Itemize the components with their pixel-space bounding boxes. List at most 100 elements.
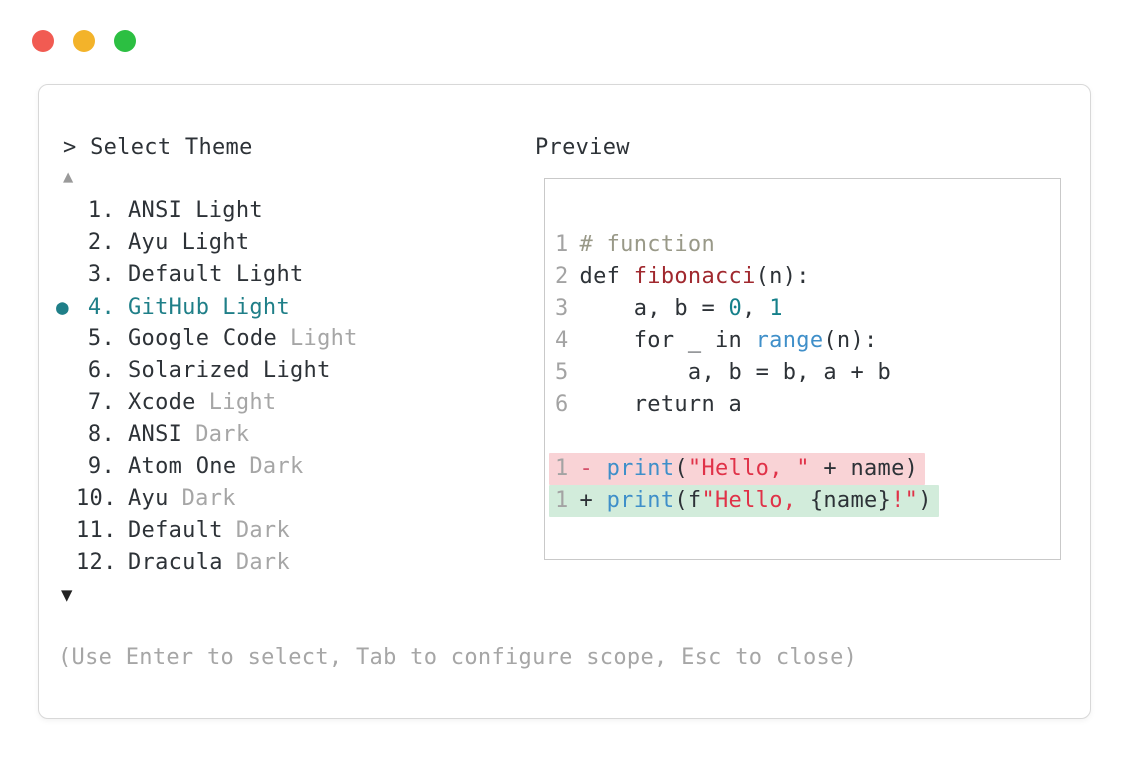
- diff-line-removed: 1- print("Hello, " + name): [549, 453, 1060, 485]
- theme-item-name: GitHub: [128, 295, 210, 320]
- code-line: 5 a, b = b, a + b: [555, 357, 1060, 389]
- code-token: range: [755, 328, 824, 353]
- code-line: 3 a, b = 0, 1: [555, 293, 1060, 325]
- code-blank-line: [555, 421, 1060, 453]
- theme-item-number: 2.: [87, 230, 115, 255]
- theme-item-number: 8.: [87, 422, 115, 447]
- theme-item-name: Solarized: [128, 358, 250, 383]
- code-token: fibonacci: [633, 264, 756, 289]
- code-token: for _ in: [579, 328, 756, 353]
- theme-item-number: 1.: [87, 198, 115, 223]
- close-button[interactable]: [32, 30, 54, 52]
- theme-item-name: Default: [128, 518, 223, 543]
- code-token: "Hello, ": [687, 456, 810, 481]
- code-token: {name}: [809, 488, 892, 513]
- theme-item-variant: Light: [222, 295, 291, 320]
- theme-item-variant: Light: [290, 326, 358, 351]
- select-theme-prompt: > Select Theme: [63, 135, 253, 160]
- code-token: return a: [579, 392, 743, 417]
- code-token: (n):: [823, 328, 878, 353]
- code-token: ): [918, 488, 932, 513]
- code-token: a, b =: [579, 296, 729, 321]
- diff-highlight-added: 1+ print(f"Hello, {name}!"): [549, 485, 939, 517]
- code-line: 2 def fibonacci(n):: [555, 261, 1060, 293]
- code-line: 4 for _ in range(n):: [555, 325, 1060, 357]
- code-token: a, b = b, a + b: [579, 360, 892, 385]
- theme-item-variant: Dark: [235, 518, 291, 543]
- minimize-button[interactable]: [73, 30, 95, 52]
- code-token: ,: [742, 296, 770, 321]
- code-token: -: [579, 456, 607, 481]
- theme-list-item[interactable]: 12. Dracula Dark: [56, 547, 358, 579]
- line-number: 1: [555, 456, 569, 481]
- code-token: # function: [579, 232, 715, 257]
- theme-item-number: 10.: [76, 486, 117, 511]
- theme-item-name: Atom One: [128, 454, 237, 479]
- theme-list-item[interactable]: ● 4. GitHub Light: [56, 291, 358, 323]
- theme-item-name: ANSI: [128, 198, 183, 223]
- theme-item-name: Dracula: [128, 550, 223, 575]
- theme-item-name: Google Code: [128, 326, 277, 351]
- theme-item-number: 3.: [87, 262, 115, 287]
- theme-item-variant: Light: [262, 358, 331, 383]
- selected-bullet: ●: [56, 295, 69, 319]
- theme-list-item[interactable]: 11. Default Dark: [56, 515, 358, 547]
- line-number: 1: [555, 488, 569, 513]
- line-number: 2: [555, 264, 569, 289]
- theme-list-item[interactable]: 9. Atom One Dark: [56, 451, 358, 483]
- scroll-up-indicator[interactable]: ▲: [63, 167, 74, 187]
- help-text: (Use Enter to select, Tab to configure s…: [58, 645, 858, 670]
- diff-line-added: 1+ print(f"Hello, {name}!"): [549, 485, 1060, 517]
- scroll-down-indicator[interactable]: ▼: [61, 584, 73, 606]
- theme-item-variant: Dark: [195, 422, 250, 447]
- theme-list-item[interactable]: 8. ANSI Dark: [56, 419, 358, 451]
- theme-item-number: 9.: [87, 454, 115, 479]
- code-token: def: [579, 264, 634, 289]
- code-token: "Hello,: [701, 488, 810, 513]
- theme-item-variant: Dark: [235, 550, 291, 575]
- theme-item-name: ANSI: [128, 422, 183, 447]
- theme-item-name: Xcode: [128, 390, 196, 415]
- theme-list-item[interactable]: 2. Ayu Light: [56, 227, 358, 259]
- line-number: 6: [555, 392, 569, 417]
- preview-title: Preview: [535, 135, 630, 160]
- zoom-button[interactable]: [114, 30, 136, 52]
- code-token: print: [606, 456, 675, 481]
- theme-item-number: 12.: [76, 550, 117, 575]
- theme-item-name: Ayu: [128, 486, 169, 511]
- theme-item-variant: Light: [208, 390, 277, 415]
- window-controls: [32, 30, 136, 52]
- theme-item-name: Ayu: [128, 230, 169, 255]
- theme-picker-window: > Select Theme Preview ▲ 1. ANSI Light 2. Ay…: [38, 84, 1091, 719]
- theme-item-variant: Light: [235, 262, 304, 287]
- code-token: 0: [728, 296, 743, 321]
- theme-item-number: 6.: [87, 358, 115, 383]
- theme-list-item[interactable]: 10. Ayu Dark: [56, 483, 358, 515]
- theme-item-variant: Dark: [181, 486, 236, 511]
- code-token: (f: [674, 488, 702, 513]
- theme-list-item[interactable]: 5. Google Code Light: [56, 323, 358, 355]
- code-token: !": [891, 488, 919, 513]
- code-token: (n):: [755, 264, 810, 289]
- line-number: 4: [555, 328, 569, 353]
- code-token: (: [674, 456, 688, 481]
- theme-list-item[interactable]: 1. ANSI Light: [56, 195, 358, 227]
- theme-list-item[interactable]: 6. Solarized Light: [56, 355, 358, 387]
- diff-highlight-removed: 1- print("Hello, " + name): [549, 453, 926, 485]
- code-line: 6 return a: [555, 389, 1060, 421]
- theme-item-variant: Dark: [249, 454, 304, 479]
- theme-item-name: Default: [128, 262, 223, 287]
- theme-item-number: 4.: [87, 295, 115, 320]
- code-token: print: [606, 488, 675, 513]
- theme-item-variant: Light: [195, 198, 263, 223]
- code-token: 1: [769, 296, 783, 321]
- theme-item-number: 11.: [76, 518, 117, 543]
- theme-item-variant: Light: [181, 230, 250, 255]
- line-number: 3: [555, 296, 569, 321]
- theme-item-number: 5.: [87, 326, 115, 351]
- theme-list-item[interactable]: 3. Default Light: [56, 259, 358, 291]
